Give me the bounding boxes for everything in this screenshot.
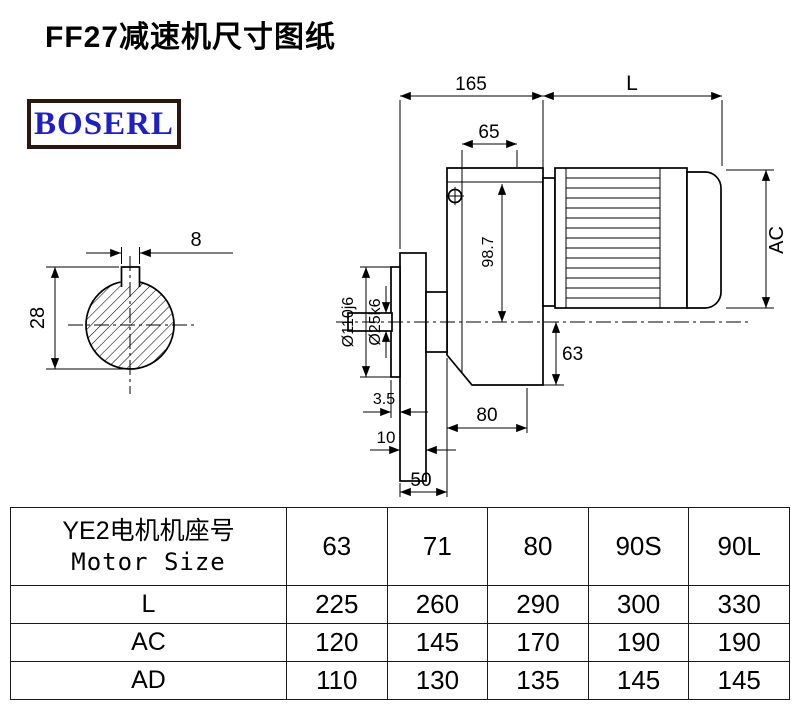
size-header-63: 63 xyxy=(286,507,388,586)
size-header-71: 71 xyxy=(386,507,489,586)
dim-63: 63 xyxy=(562,344,583,365)
value-cell: 120 xyxy=(286,623,388,662)
value-cell: 190 xyxy=(688,623,790,662)
dim-50: 50 xyxy=(410,470,431,491)
dim-165: 165 xyxy=(455,74,487,95)
output-flange xyxy=(399,252,427,482)
dim-65-group: 65 xyxy=(461,122,518,167)
value-cell: 130 xyxy=(386,661,489,700)
dim-165-group: 165 xyxy=(399,74,723,249)
header-motor-size: YE2电机机座号 Motor Size xyxy=(10,507,287,586)
dim-65: 65 xyxy=(478,122,499,143)
dim-28: 28 xyxy=(27,307,49,329)
header-motor-size-cn: YE2电机机座号 xyxy=(62,517,235,546)
dim-50-group: 50 xyxy=(399,358,448,497)
dim-10-group: 10 xyxy=(370,428,456,455)
dim-63-group: 63 xyxy=(543,322,583,386)
shaft-section-view: 8 28 xyxy=(27,229,233,394)
main-view: 165 L 65 AC xyxy=(336,72,788,497)
value-cell: 330 xyxy=(688,585,790,624)
header-motor-size-en: Motor Size xyxy=(71,547,226,576)
dim-AC: AC xyxy=(766,226,788,254)
table-header-row: YE2电机机座号 Motor Size 63 71 80 90S 90L xyxy=(10,507,790,586)
value-cell: 135 xyxy=(487,661,589,700)
page-title: FF27减速机尺寸图纸 xyxy=(45,21,337,54)
brand-logo-text: BOSERL xyxy=(34,105,174,142)
dimensions: 165 L 65 AC xyxy=(336,72,788,497)
value-cell: 110 xyxy=(286,661,388,700)
value-cell: 300 xyxy=(587,585,690,624)
motor-size-table: YE2电机机座号 Motor Size 63 71 80 90S 90L L 2… xyxy=(10,507,790,700)
gearbox-geometry xyxy=(347,167,722,482)
dim-10: 10 xyxy=(377,428,396,447)
section-centerlines xyxy=(68,256,194,394)
size-header-90L: 90L xyxy=(688,507,790,586)
value-cell: 290 xyxy=(487,585,589,624)
value-cell: 225 xyxy=(286,585,388,624)
table-row-AD: AD 110 130 135 145 145 xyxy=(10,661,790,700)
value-cell: 145 xyxy=(386,623,489,662)
bolt-hole xyxy=(446,187,464,205)
dim-28-group: 28 xyxy=(27,266,124,370)
row-label-L: L xyxy=(10,585,287,624)
value-cell: 145 xyxy=(587,661,690,700)
brand-logo: BOSERL xyxy=(27,99,181,149)
dim-8: 8 xyxy=(190,229,201,251)
row-label-AD: AD xyxy=(10,661,287,700)
technical-drawing: 8 28 xyxy=(27,72,788,497)
dim-987-group: 98.7 xyxy=(480,184,507,322)
dim-3-5: 3.5 xyxy=(373,391,395,408)
motor-fins xyxy=(566,177,660,299)
dim-8-group: 8 xyxy=(86,229,233,264)
dim-35-group: 3.5 xyxy=(363,380,428,418)
size-header-90S: 90S xyxy=(587,507,690,586)
table-row-AC: AC 120 145 170 190 190 xyxy=(10,623,790,662)
table-row-L: L 225 260 290 300 330 xyxy=(10,585,790,624)
fan-cover xyxy=(686,171,722,309)
row-label-AC: AC xyxy=(10,623,287,662)
value-cell: 190 xyxy=(587,623,690,662)
dim-80: 80 xyxy=(476,405,497,426)
dim-AC-group: AC xyxy=(726,169,788,309)
value-cell: 145 xyxy=(688,661,790,700)
dim-L: L xyxy=(626,72,638,95)
dim-98-7: 98.7 xyxy=(480,236,497,267)
dim-L-group: L xyxy=(543,72,722,101)
value-cell: 260 xyxy=(386,585,489,624)
value-cell: 170 xyxy=(487,623,589,662)
motor-adapter xyxy=(542,177,556,307)
gearbox-housing xyxy=(446,167,544,386)
size-header-80: 80 xyxy=(487,507,589,586)
dim-80-group: 80 xyxy=(447,388,528,433)
